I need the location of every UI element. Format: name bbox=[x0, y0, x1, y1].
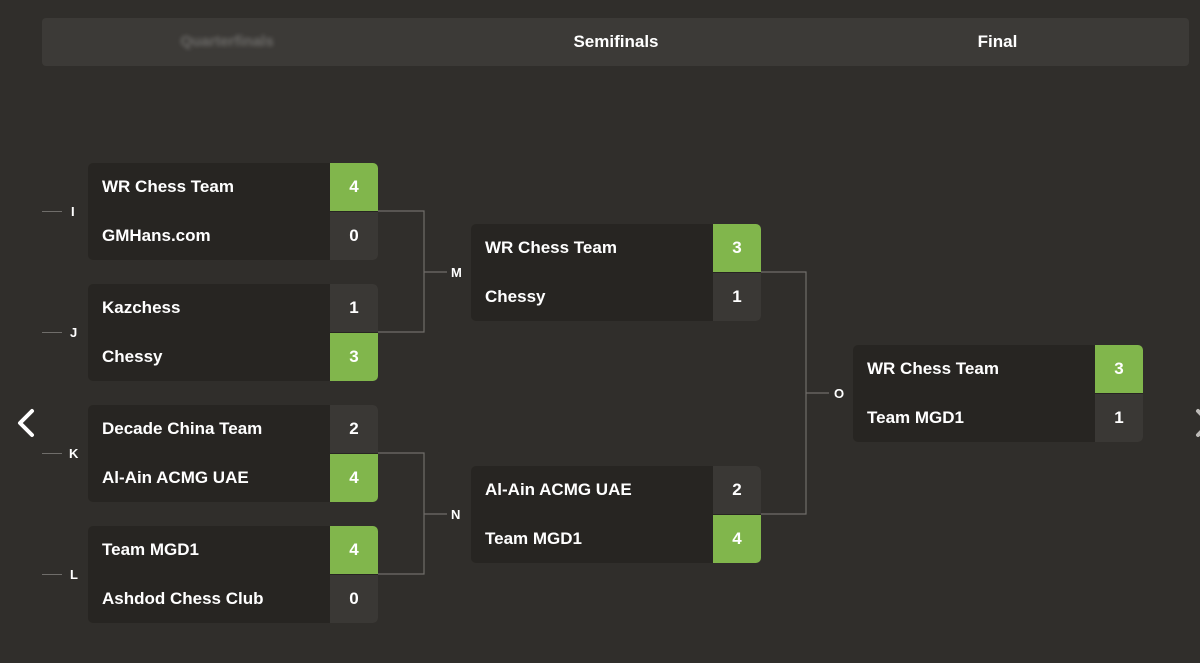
team-name: Chessy bbox=[102, 347, 163, 366]
match-label-j: J bbox=[70, 325, 78, 340]
team-row[interactable]: WR Chess Team 4 bbox=[88, 163, 378, 211]
team-row[interactable]: Chessy 3 bbox=[88, 333, 378, 381]
team-score: 3 bbox=[713, 224, 761, 272]
team-row[interactable]: Al-Ain ACMG UAE 4 bbox=[88, 454, 378, 502]
team-row[interactable]: Al-Ain ACMG UAE 2 bbox=[471, 466, 761, 514]
connector-i-m bbox=[378, 210, 425, 333]
team-score: 4 bbox=[713, 515, 761, 563]
team-name: Ashdod Chess Club bbox=[102, 589, 264, 608]
team-name: Team MGD1 bbox=[102, 540, 199, 559]
team-name: Kazchess bbox=[102, 298, 181, 317]
team-name: Al-Ain ACMG UAE bbox=[102, 468, 249, 487]
team-name: Team MGD1 bbox=[485, 529, 582, 548]
team-name: Decade China Team bbox=[102, 419, 263, 438]
team-name: Al-Ain ACMG UAE bbox=[485, 480, 632, 499]
match-label-m: M bbox=[451, 265, 462, 280]
team-score: 1 bbox=[1095, 394, 1143, 442]
round-label-final[interactable]: Final bbox=[977, 32, 1018, 51]
team-name: GMHans.com bbox=[102, 226, 211, 245]
team-row[interactable]: Ashdod Chess Club 0 bbox=[88, 575, 378, 623]
team-score: 2 bbox=[713, 466, 761, 514]
team-score: 2 bbox=[330, 405, 378, 453]
team-row[interactable]: Kazchess 1 bbox=[88, 284, 378, 332]
team-score: 3 bbox=[330, 333, 378, 381]
team-score: 4 bbox=[330, 526, 378, 574]
match-card-k[interactable]: Decade China Team 2 Al-Ain ACMG UAE 4 bbox=[88, 405, 378, 502]
team-row[interactable]: GMHans.com 0 bbox=[88, 212, 378, 260]
connector-k-n bbox=[378, 452, 425, 575]
team-score: 4 bbox=[330, 163, 378, 211]
team-score: 3 bbox=[1095, 345, 1143, 393]
team-row[interactable]: WR Chess Team 3 bbox=[853, 345, 1143, 393]
match-card-o[interactable]: WR Chess Team 3 Team MGD1 1 bbox=[853, 345, 1143, 442]
match-label-k: K bbox=[69, 446, 79, 461]
team-row[interactable]: Chessy 1 bbox=[471, 273, 761, 321]
round-header-bar: Quarterfinals Semifinals Final bbox=[42, 18, 1189, 66]
team-name: WR Chess Team bbox=[102, 177, 234, 196]
match-card-l[interactable]: Team MGD1 4 Ashdod Chess Club 0 bbox=[88, 526, 378, 623]
team-row[interactable]: Team MGD1 4 bbox=[88, 526, 378, 574]
team-name: WR Chess Team bbox=[867, 359, 999, 378]
round-label-semifinals[interactable]: Semifinals bbox=[573, 32, 659, 51]
stub-l bbox=[42, 574, 62, 575]
match-card-n[interactable]: Al-Ain ACMG UAE 2 Team MGD1 4 bbox=[471, 466, 761, 563]
team-row[interactable]: Decade China Team 2 bbox=[88, 405, 378, 453]
team-row[interactable]: WR Chess Team 3 bbox=[471, 224, 761, 272]
connector-m-o bbox=[761, 271, 807, 515]
next-round-button[interactable] bbox=[1192, 405, 1200, 441]
team-score: 0 bbox=[330, 212, 378, 260]
team-score: 4 bbox=[330, 454, 378, 502]
chevron-right-icon bbox=[1196, 409, 1200, 437]
team-score: 1 bbox=[713, 273, 761, 321]
team-score: 0 bbox=[330, 575, 378, 623]
match-card-m[interactable]: WR Chess Team 3 Chessy 1 bbox=[471, 224, 761, 321]
prev-round-button[interactable] bbox=[14, 405, 38, 441]
team-score: 1 bbox=[330, 284, 378, 332]
team-name: Chessy bbox=[485, 287, 546, 306]
match-label-l: L bbox=[70, 567, 78, 582]
round-label-quarterfinals[interactable]: Quarterfinals bbox=[180, 33, 274, 50]
match-label-o: O bbox=[834, 386, 845, 401]
team-row[interactable]: Team MGD1 1 bbox=[853, 394, 1143, 442]
match-label-n: N bbox=[451, 507, 461, 522]
team-name: Team MGD1 bbox=[867, 408, 964, 427]
chevron-left-icon bbox=[18, 409, 34, 437]
team-name: WR Chess Team bbox=[485, 238, 617, 257]
team-row[interactable]: Team MGD1 4 bbox=[471, 515, 761, 563]
match-card-j[interactable]: Kazchess 1 Chessy 3 bbox=[88, 284, 378, 381]
match-label-i: I bbox=[71, 204, 75, 219]
stub-k bbox=[42, 453, 62, 454]
match-card-i[interactable]: WR Chess Team 4 GMHans.com 0 bbox=[88, 163, 378, 260]
stub-i bbox=[42, 211, 62, 212]
stub-j bbox=[42, 332, 62, 333]
